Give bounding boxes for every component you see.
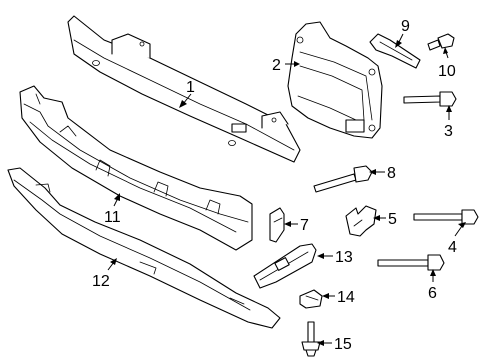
callout-5: 5 [388,211,397,228]
part-7-small-bracket [269,207,285,243]
part-15-push-pin [301,321,321,357]
part-13-support-bracket [253,243,317,289]
part-11-energy-absorber [19,85,253,251]
callout-15: 15 [334,336,352,353]
callout-8: 8 [387,165,396,182]
part-8-bolt [313,165,373,193]
callout-9: 9 [401,18,410,35]
callout-7: 7 [300,217,309,234]
callout-4: 4 [448,239,457,256]
callout-labels: 1 2 3 4 5 6 7 8 9 10 11 12 13 14 15 [92,18,457,353]
callout-6: 6 [428,285,437,302]
part-4-long-bolt [413,209,479,225]
callout-12: 12 [92,273,110,290]
part-6-bolt [377,254,445,271]
callout-1: 1 [186,79,195,96]
part-12-lower-spoiler-strip [7,167,281,329]
part-3-bolt [403,91,457,107]
part-10-short-bolt [427,33,455,51]
callout-11: 11 [104,209,121,226]
part-2-mounting-bracket [287,21,383,139]
leader-lines [107,33,466,346]
callout-2: 2 [272,57,281,74]
callout-3: 3 [444,123,453,140]
part-1-impact-bar [67,15,301,163]
part-9-reinforcement-strip [369,33,421,69]
callout-10: 10 [438,63,456,80]
part-14-retainer-clip [299,289,323,309]
callout-14: 14 [337,289,355,306]
part-5-clip-bracket [345,205,377,237]
callout-13: 13 [335,249,353,266]
